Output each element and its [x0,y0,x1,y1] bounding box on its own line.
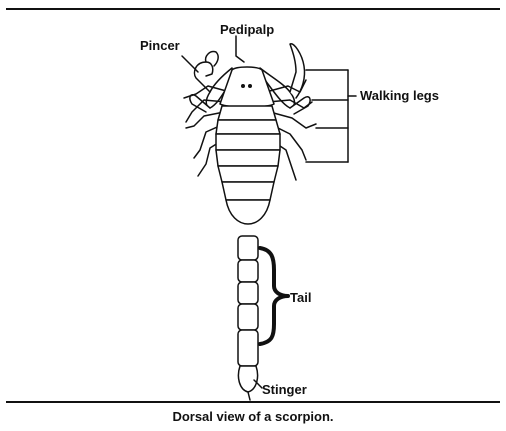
stinger-shape [238,366,257,400]
tail-segments [238,236,258,366]
label-pedipalp: Pedipalp [220,22,274,37]
abdomen [216,106,280,224]
figure-caption: Dorsal view of a scorpion. [0,409,506,424]
right-eye [248,84,252,88]
left-eye [241,84,245,88]
label-stinger: Stinger [262,382,307,397]
label-tail: Tail [290,290,311,305]
label-pincer: Pincer [140,38,180,53]
walking-legs-bracket [306,70,356,162]
tail-brace [260,248,288,344]
label-walking-legs: Walking legs [360,88,439,103]
